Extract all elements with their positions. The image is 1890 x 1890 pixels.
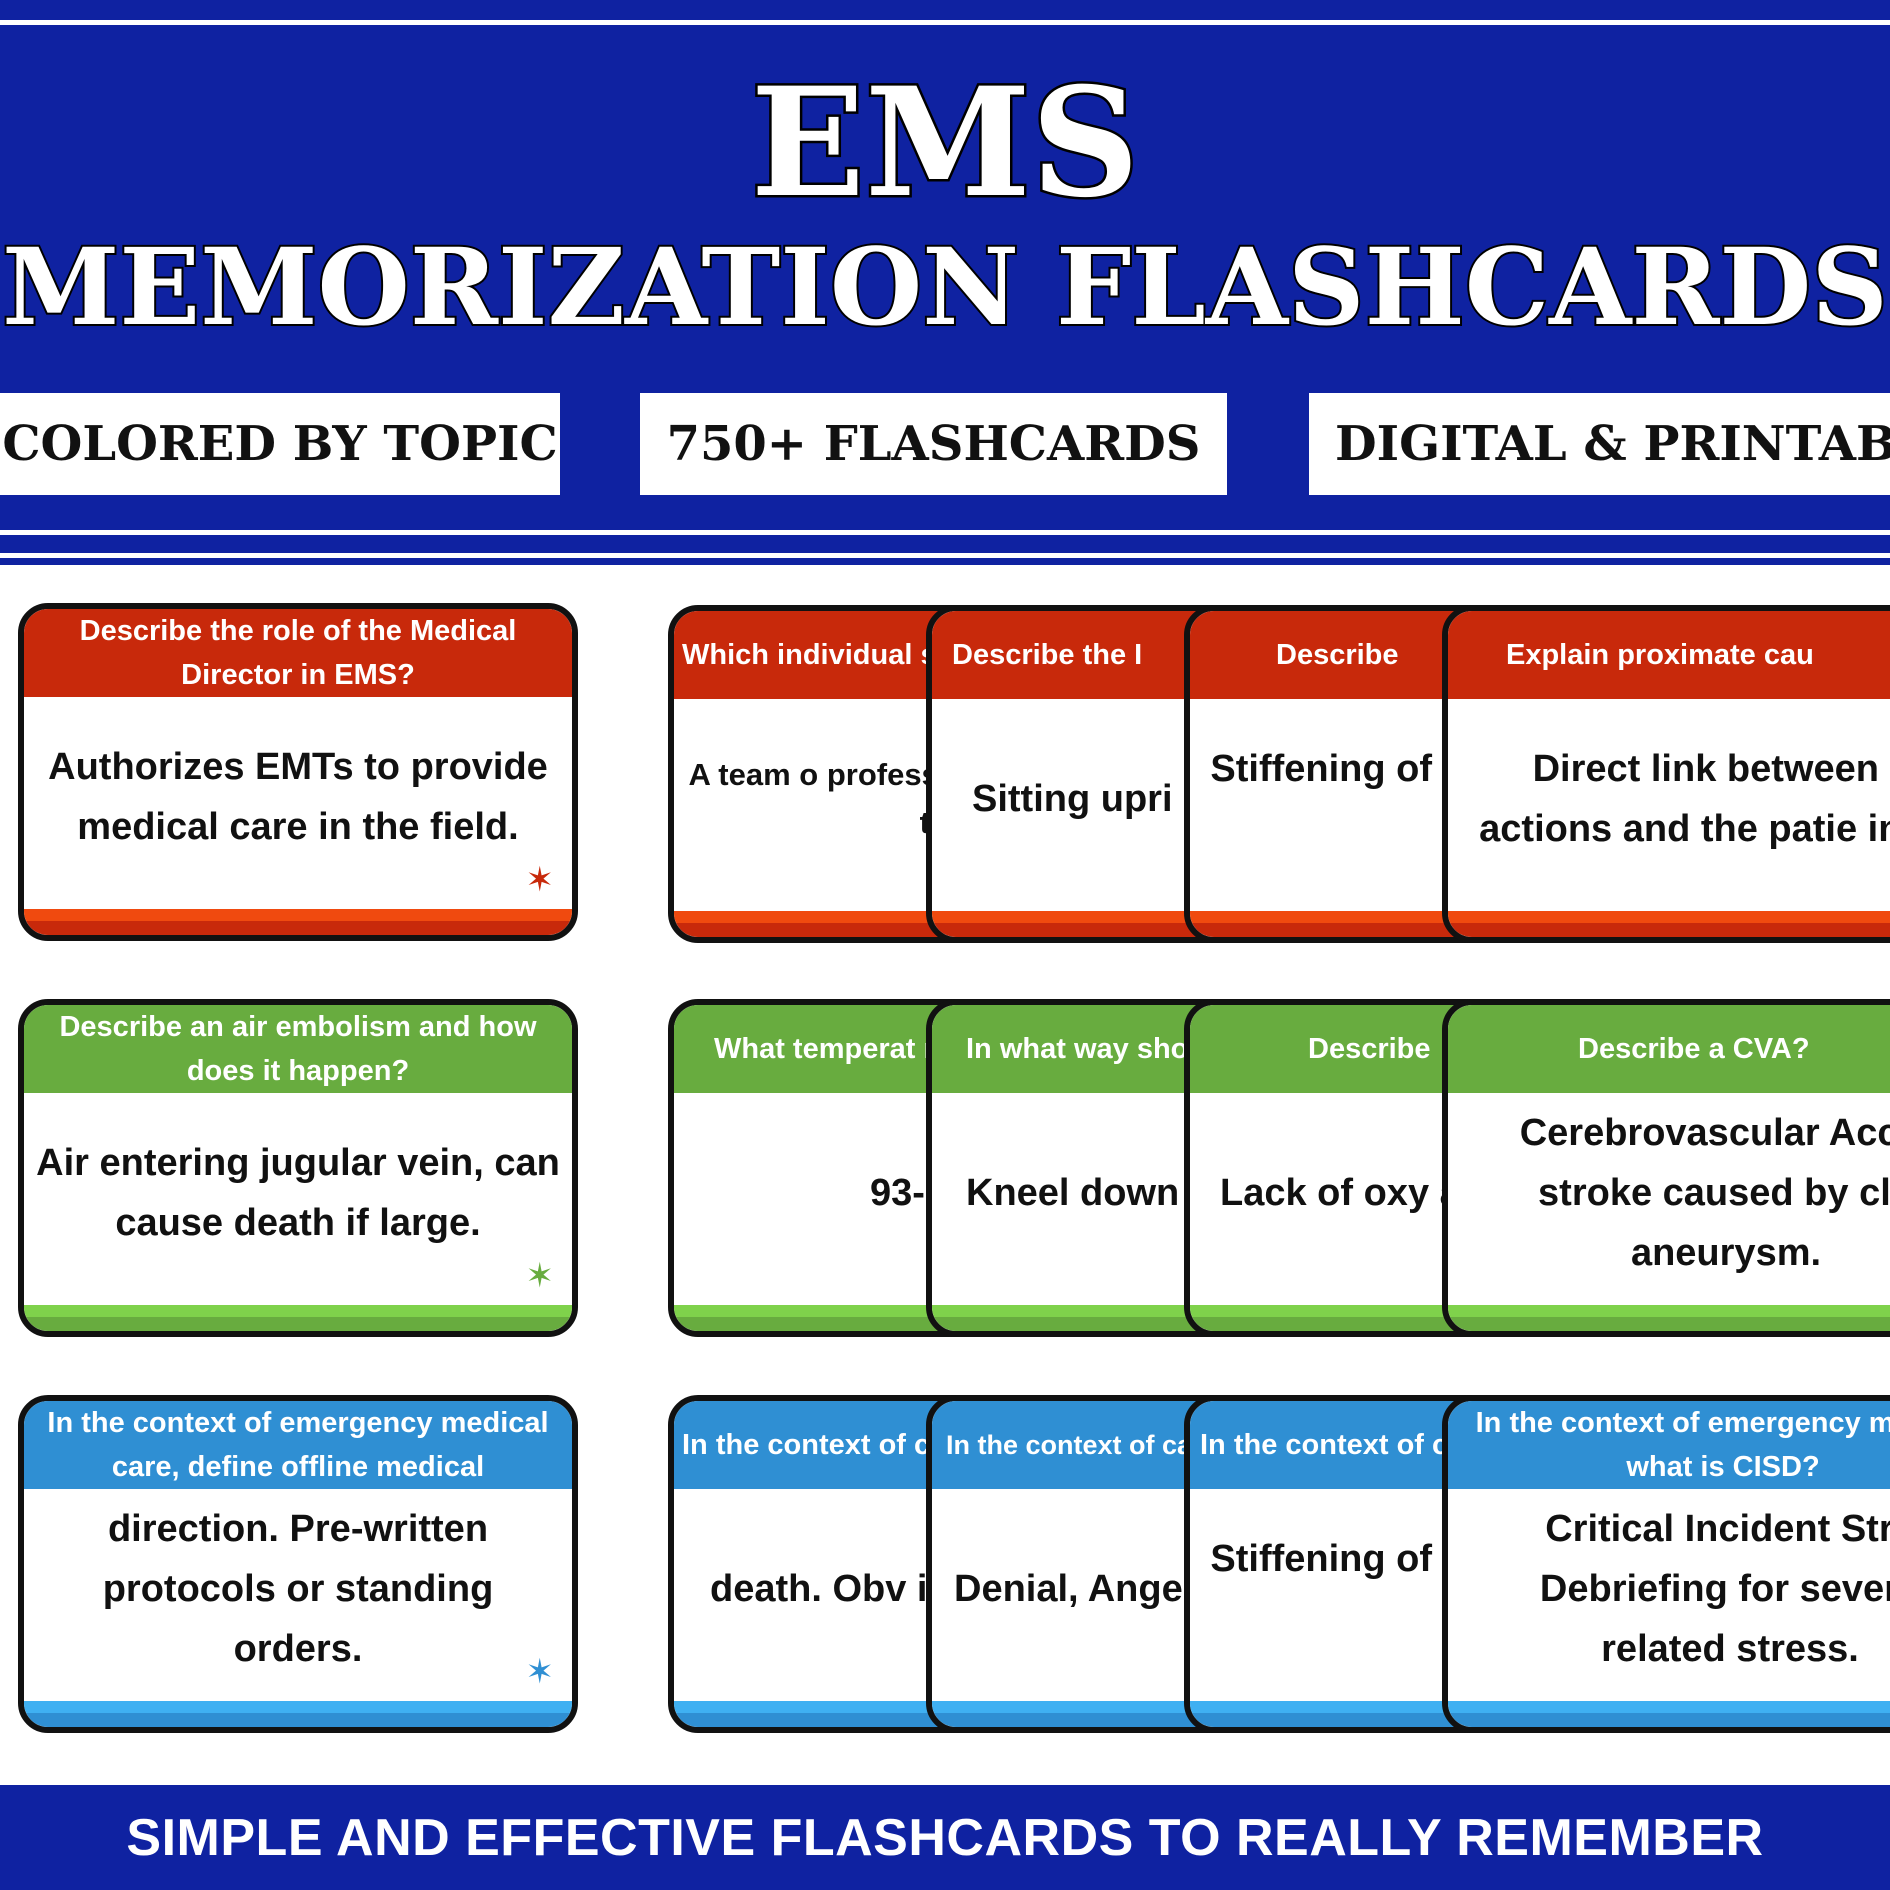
flashcard-question: In the context of emergency m care, what… [1448, 1401, 1890, 1489]
flashcard-answer: Critical Incident Stre Debriefing for se… [1539, 1508, 1890, 1670]
flashcard-question: In the context of emergency medical care… [24, 1401, 572, 1489]
flashcard-stripe [24, 1713, 572, 1727]
flashcard-answer: direction. Pre-written protocols or stan… [102, 1508, 494, 1670]
flashcard-grid: Describe the role of the Medical Directo… [0, 565, 1890, 1785]
flashcard-answer: Air entering jugular vein, can cause dea… [36, 1142, 560, 1244]
flashcard-stripe [1448, 1305, 1890, 1317]
flashcard-stripe [24, 1305, 572, 1317]
flashcard-answer: Cerebrovascular Accid stroke caused by c… [1519, 1112, 1890, 1274]
flashcard-stripe [1448, 1317, 1890, 1331]
flashcard-question: Describe an air embolism and how does it… [24, 1005, 572, 1093]
footer-tagline: SIMPLE AND EFFECTIVE FLASHCARDS TO REALL… [0, 1785, 1890, 1890]
flashcard-stripe [1448, 911, 1890, 923]
flashcard-answer: Direct link between EI actions and the p… [1479, 748, 1890, 850]
flashcard-stripe [24, 921, 572, 935]
flashcard-stripe [1448, 1713, 1890, 1727]
flashcard: Explain proximate cau Direct link betwee… [1442, 605, 1890, 943]
flashcard-question: Describe a CVA? [1448, 1005, 1890, 1093]
flashcard-answer: 93- [870, 1172, 925, 1214]
header-bottom-rule-2 [0, 553, 1890, 558]
flashcard-stripe [24, 1701, 572, 1713]
header-top-rule [0, 20, 1890, 25]
header-bottom-rule [0, 530, 1890, 535]
flashcard: Describe the role of the Medical Directo… [18, 603, 578, 941]
flashcard-question: Describe the role of the Medical Directo… [24, 609, 572, 697]
flashcard: Describe a CVA? Cerebrovascular Accid st… [1442, 999, 1890, 1337]
flashcard: Describe an air embolism and how does it… [18, 999, 578, 1337]
star-icon: ✶ [525, 861, 555, 899]
flashcard: In the context of emergency m care, what… [1442, 1395, 1890, 1733]
flashcard-stripe [24, 909, 572, 921]
flashcard-question: Explain proximate cau [1448, 611, 1890, 699]
title-ems: EMS [748, 55, 1142, 231]
star-icon: ✶ [525, 1653, 555, 1691]
header-banner: EMS MEMORIZATION FLASHCARDS COLORED BY T… [0, 0, 1890, 565]
badge-colored-by-topic: COLORED BY TOPIC [0, 393, 560, 495]
star-icon: ✶ [525, 1257, 555, 1295]
flashcard-stripe [1448, 923, 1890, 937]
badge-flashcard-count: 750+ FLASHCARDS [640, 393, 1227, 495]
badge-digital-printable: DIGITAL & PRINTABLE [1309, 393, 1890, 495]
flashcard-stripe [24, 1317, 572, 1331]
flashcard: In the context of emergency medical care… [18, 1395, 578, 1733]
flashcard-answer: Authorizes EMTs to provide medical care … [48, 746, 548, 848]
flashcard-stripe [1448, 1701, 1890, 1713]
title-memorization-flashcards: MEMORIZATION FLASHCARDS [0, 222, 1890, 351]
